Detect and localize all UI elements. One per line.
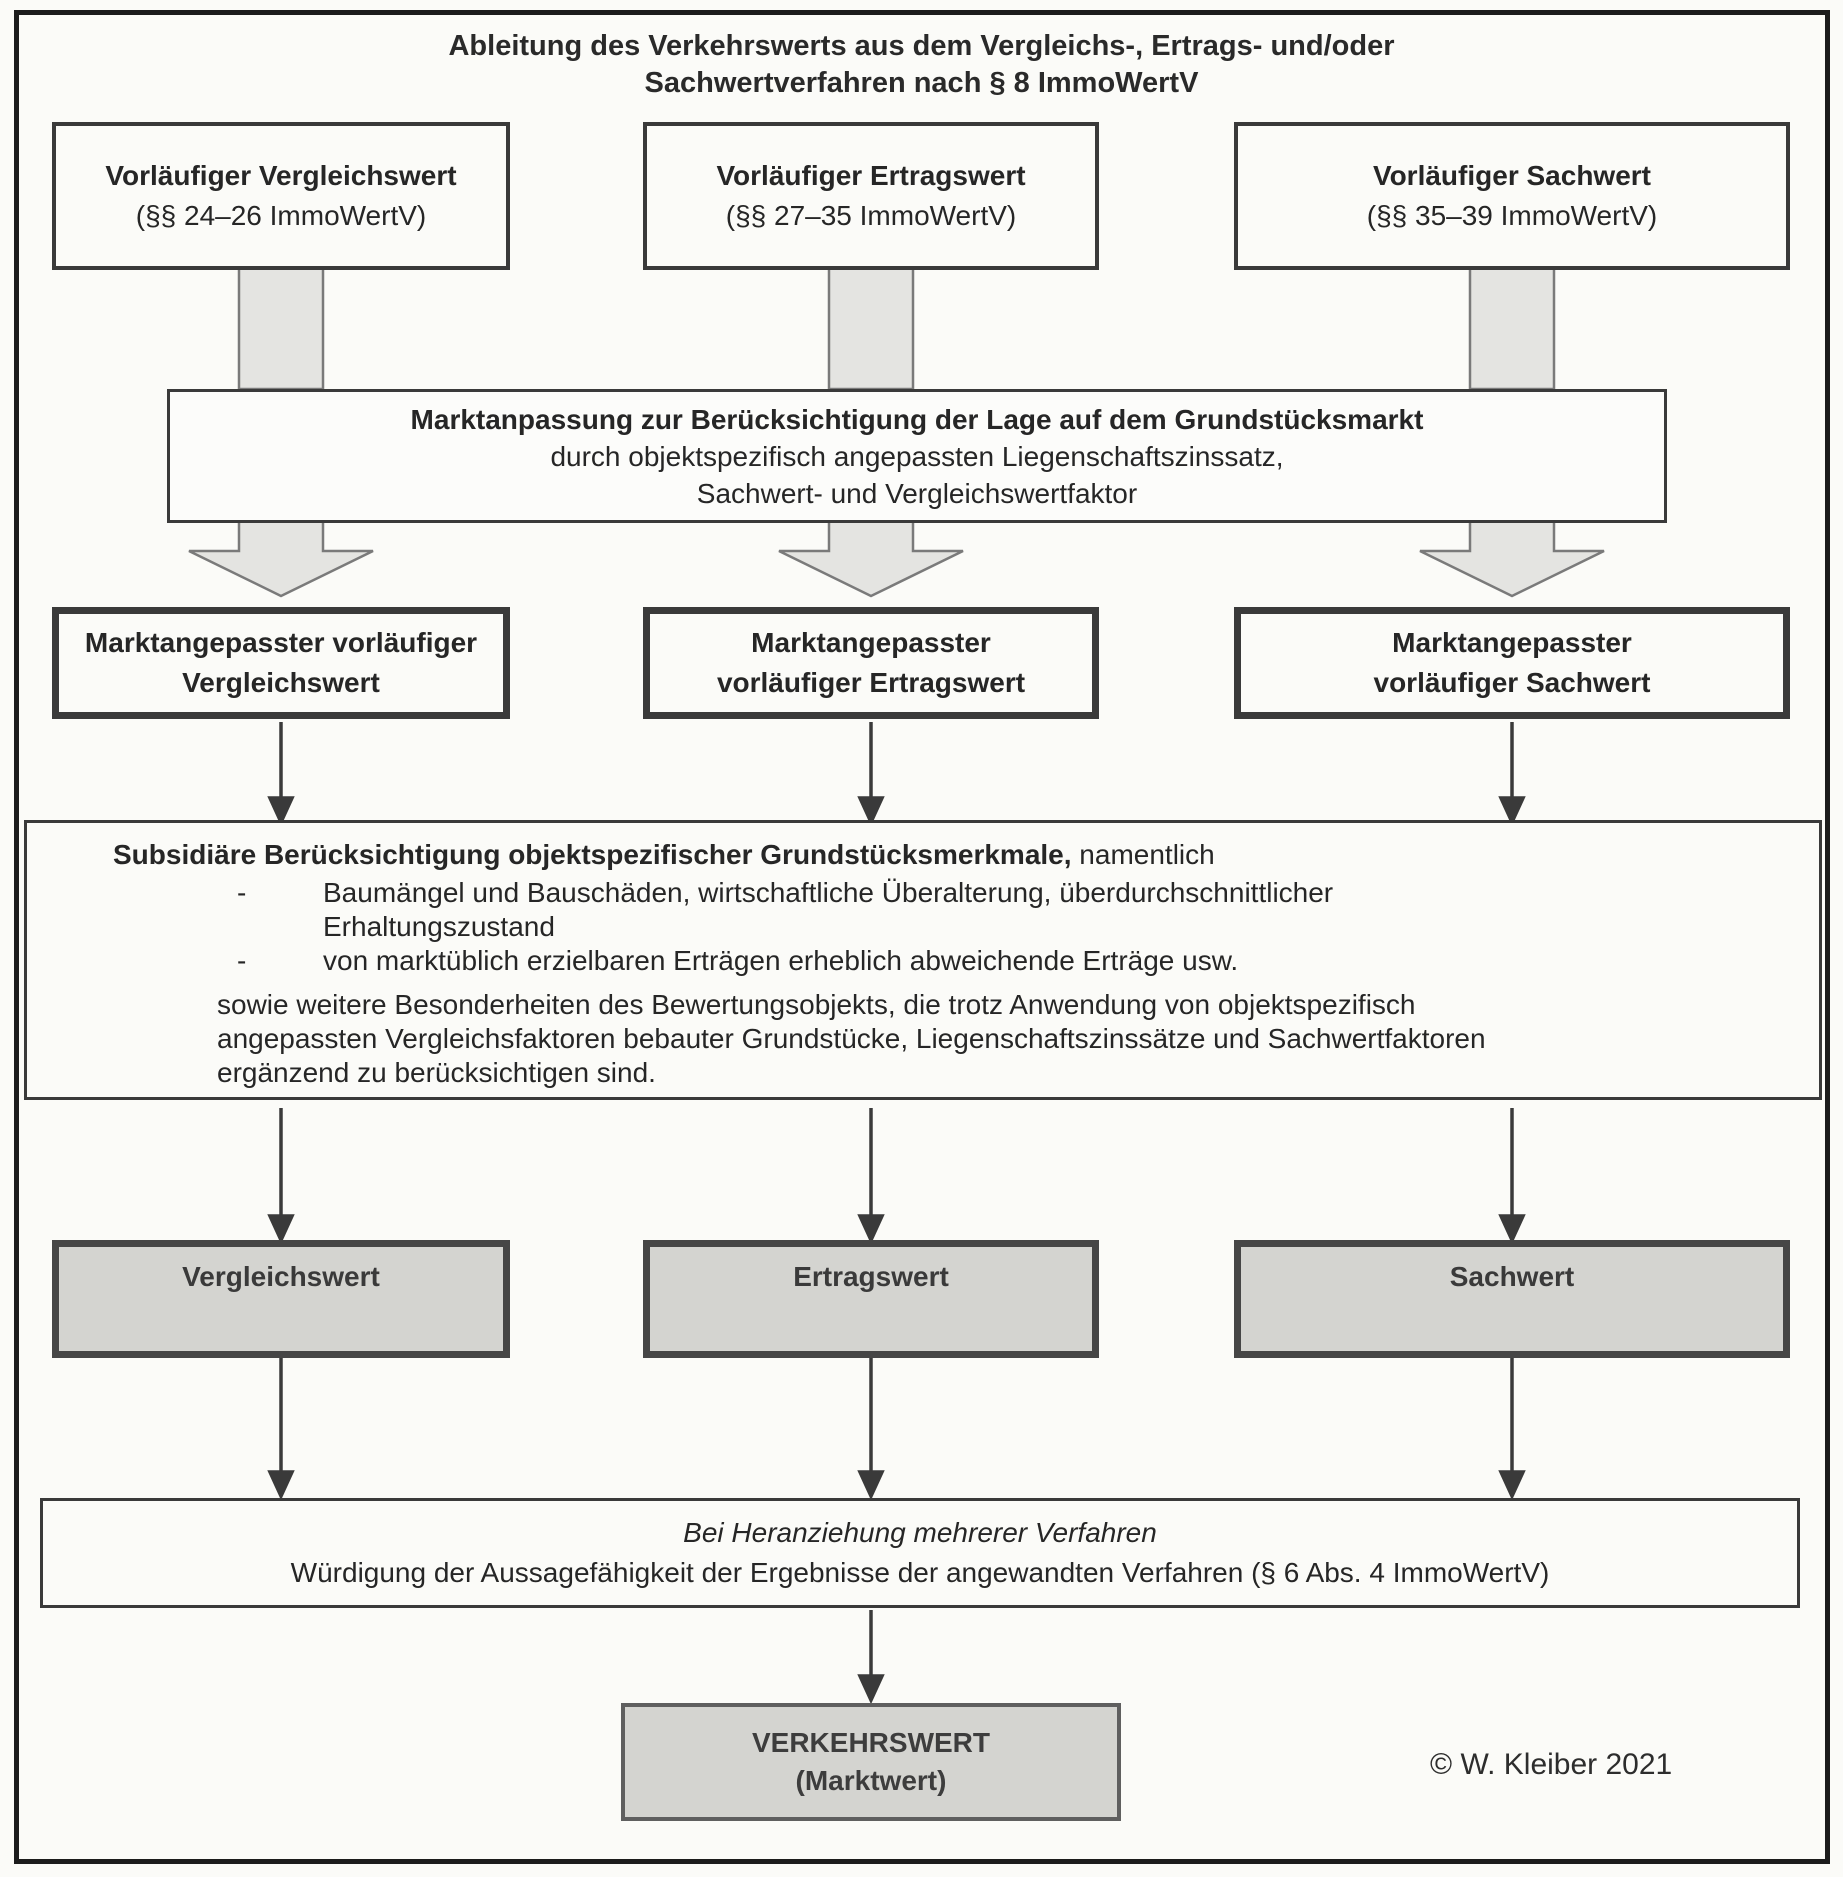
- box-marktangepasster-ertragswert: Marktangepasster vorläufiger Ertragswert: [643, 607, 1099, 719]
- page-title: Ableitung des Verkehrswerts aus dem Verg…: [0, 28, 1843, 102]
- subsidiaere-paragraph-line: angepassten Vergleichsfaktoren bebauter …: [217, 1023, 1486, 1054]
- connector-shaft-ertrag: [827, 266, 915, 391]
- down-arrow-icon: [857, 722, 885, 827]
- block-down-arrow-icon: [1419, 519, 1605, 598]
- connector-shaft-vergleich: [237, 266, 325, 391]
- box-label: Vorläufiger Ertragswert: [716, 160, 1026, 191]
- marktanpassung-line3: Sachwert- und Vergleichswertfaktor: [696, 477, 1138, 509]
- box-marktangepasster-vergleichswert: Marktangepasster vorläufiger Vergleichsw…: [52, 607, 510, 719]
- verkehrswert-line2: (Marktwert): [795, 1765, 947, 1796]
- box-ertragswert: Ertragswert: [643, 1240, 1099, 1358]
- list-item: Erhaltungszustand: [323, 911, 555, 942]
- box-marktangepasster-sachwert: Marktangepasster vorläufiger Sachwert: [1234, 607, 1790, 719]
- down-arrow-icon: [857, 1610, 885, 1705]
- subsidiaere-paragraph-line: sowie weitere Besonderheiten des Bewertu…: [217, 989, 1416, 1020]
- box-marktanpassung: Marktanpassung zur Berücksichtigung der …: [167, 389, 1667, 523]
- box-label: Sachwert: [1449, 1261, 1575, 1292]
- down-arrow-icon: [857, 1358, 885, 1501]
- list-bullet: -: [237, 877, 247, 908]
- page-title-line2: Sachwertverfahren nach § 8 ImmoWertV: [644, 67, 1199, 99]
- connector-shaft-sach: [1468, 266, 1556, 391]
- down-arrow-icon: [1498, 1358, 1526, 1501]
- box-label: Vorläufiger Vergleichswert: [105, 160, 457, 191]
- marktanpassung-line1: Marktanpassung zur Berücksichtigung der …: [410, 403, 1424, 435]
- box-sublabel: (§§ 27–35 ImmoWertV): [725, 200, 1017, 231]
- subsidiaere-lead: Subsidiäre Berücksichtigung objektspezif…: [113, 839, 1215, 871]
- wuerdigung-line2: Würdigung der Aussagefähigkeit der Ergeb…: [290, 1557, 1550, 1588]
- down-arrow-icon: [267, 1108, 295, 1245]
- down-arrow-icon: [1498, 722, 1526, 827]
- list-bullet: -: [237, 945, 247, 976]
- box-label: vorläufiger Sachwert: [1373, 667, 1651, 698]
- down-arrow-icon: [267, 722, 295, 827]
- wuerdigung-line1: Bei Heranziehung mehrerer Verfahren: [683, 1517, 1157, 1548]
- box-label: Vergleichswert: [182, 667, 380, 698]
- list-item: Baumängel und Bauschäden, wirtschaftlich…: [323, 877, 1334, 908]
- block-down-arrow-icon: [188, 519, 374, 598]
- box-vorlaeufiger-sachwert: Vorläufiger Sachwert (§§ 35–39 ImmoWertV…: [1234, 122, 1790, 270]
- down-arrow-icon: [1498, 1108, 1526, 1245]
- block-down-arrow-icon: [778, 519, 964, 598]
- box-sublabel: (§§ 35–39 ImmoWertV): [1366, 200, 1658, 231]
- list-item: von marktüblich erzielbaren Erträgen erh…: [323, 945, 1239, 976]
- copyright-note: © W. Kleiber 2021: [1430, 1748, 1673, 1781]
- marktanpassung-line2: durch objektspezifisch angepassten Liege…: [550, 440, 1284, 472]
- box-label: Marktangepasster: [751, 627, 991, 658]
- page-title-line1: Ableitung des Verkehrswerts aus dem Verg…: [448, 30, 1395, 62]
- box-vorlaeufiger-ertragswert: Vorläufiger Ertragswert (§§ 27–35 ImmoWe…: [643, 122, 1099, 270]
- box-label: Ertragswert: [793, 1261, 949, 1292]
- box-label: Marktangepasster vorläufiger: [84, 627, 478, 658]
- subsidiaere-paragraph-line: ergänzend zu berücksichtigen sind.: [217, 1057, 656, 1088]
- box-wuerdigung: Bei Heranziehung mehrerer Verfahren Würd…: [40, 1498, 1800, 1608]
- subsidiaere-lead-normal: namentlich: [1071, 839, 1215, 870]
- box-label: vorläufiger Ertragswert: [716, 667, 1026, 698]
- box-subsidiaere-beruecksichtigung: Subsidiäre Berücksichtigung objektspezif…: [24, 820, 1822, 1100]
- box-sublabel: (§§ 24–26 ImmoWertV): [135, 200, 427, 231]
- box-label: Marktangepasster: [1392, 627, 1632, 658]
- down-arrow-icon: [857, 1108, 885, 1245]
- box-label: Vergleichswert: [182, 1261, 380, 1292]
- box-verkehrswert: VERKEHRSWERT (Marktwert): [621, 1703, 1121, 1821]
- down-arrow-icon: [267, 1358, 295, 1501]
- box-sachwert: Sachwert: [1234, 1240, 1790, 1358]
- subsidiaere-lead-bold: Subsidiäre Berücksichtigung objektspezif…: [113, 839, 1072, 870]
- box-vergleichswert: Vergleichswert: [52, 1240, 510, 1358]
- diagram-outer-frame: [14, 10, 1830, 1864]
- verkehrswert-line1: VERKEHRSWERT: [751, 1727, 990, 1758]
- box-label: Vorläufiger Sachwert: [1372, 160, 1651, 191]
- box-vorlaeufiger-vergleichswert: Vorläufiger Vergleichswert (§§ 24–26 Imm…: [52, 122, 510, 270]
